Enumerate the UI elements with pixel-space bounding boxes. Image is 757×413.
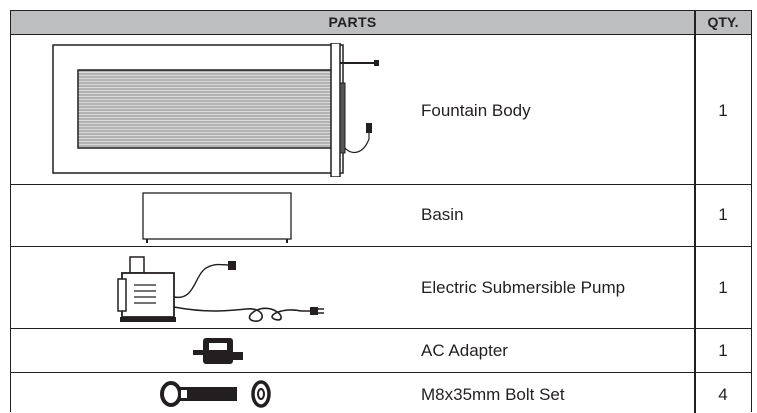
table-row: Fountain Body 1 [11, 35, 751, 185]
table-row: Basin 1 [11, 185, 751, 247]
part-qty: 1 [718, 278, 728, 297]
table-header: PARTS QTY. [11, 11, 751, 35]
ac-adapter-drawing [193, 338, 243, 364]
part-name: AC Adapter [421, 341, 508, 360]
table-row: AC Adapter 1 [11, 329, 751, 373]
part-name: M8x35mm Bolt Set [421, 385, 565, 404]
column-divider [694, 11, 696, 413]
part-qty: 1 [718, 101, 728, 120]
part-qty: 1 [718, 205, 728, 224]
parts-table: PARTS QTY. Fountain Body 1 [10, 10, 752, 413]
parts-column-header: PARTS [328, 14, 377, 30]
pump-drawing [117, 256, 324, 322]
part-qty: 1 [718, 341, 728, 360]
qty-column-header: QTY. [707, 14, 739, 30]
part-qty: 4 [718, 385, 728, 404]
fountain-body-drawing [52, 43, 379, 177]
part-name: Electric Submersible Pump [421, 278, 626, 297]
basin-drawing [142, 192, 292, 243]
part-name: Basin [421, 205, 464, 224]
bolt-set-drawing [160, 380, 271, 408]
part-name: Fountain Body [421, 101, 531, 120]
table-row: M8x35mm Bolt Set 4 [11, 373, 751, 413]
table-row: Electric Submersible Pump 1 [11, 247, 751, 329]
